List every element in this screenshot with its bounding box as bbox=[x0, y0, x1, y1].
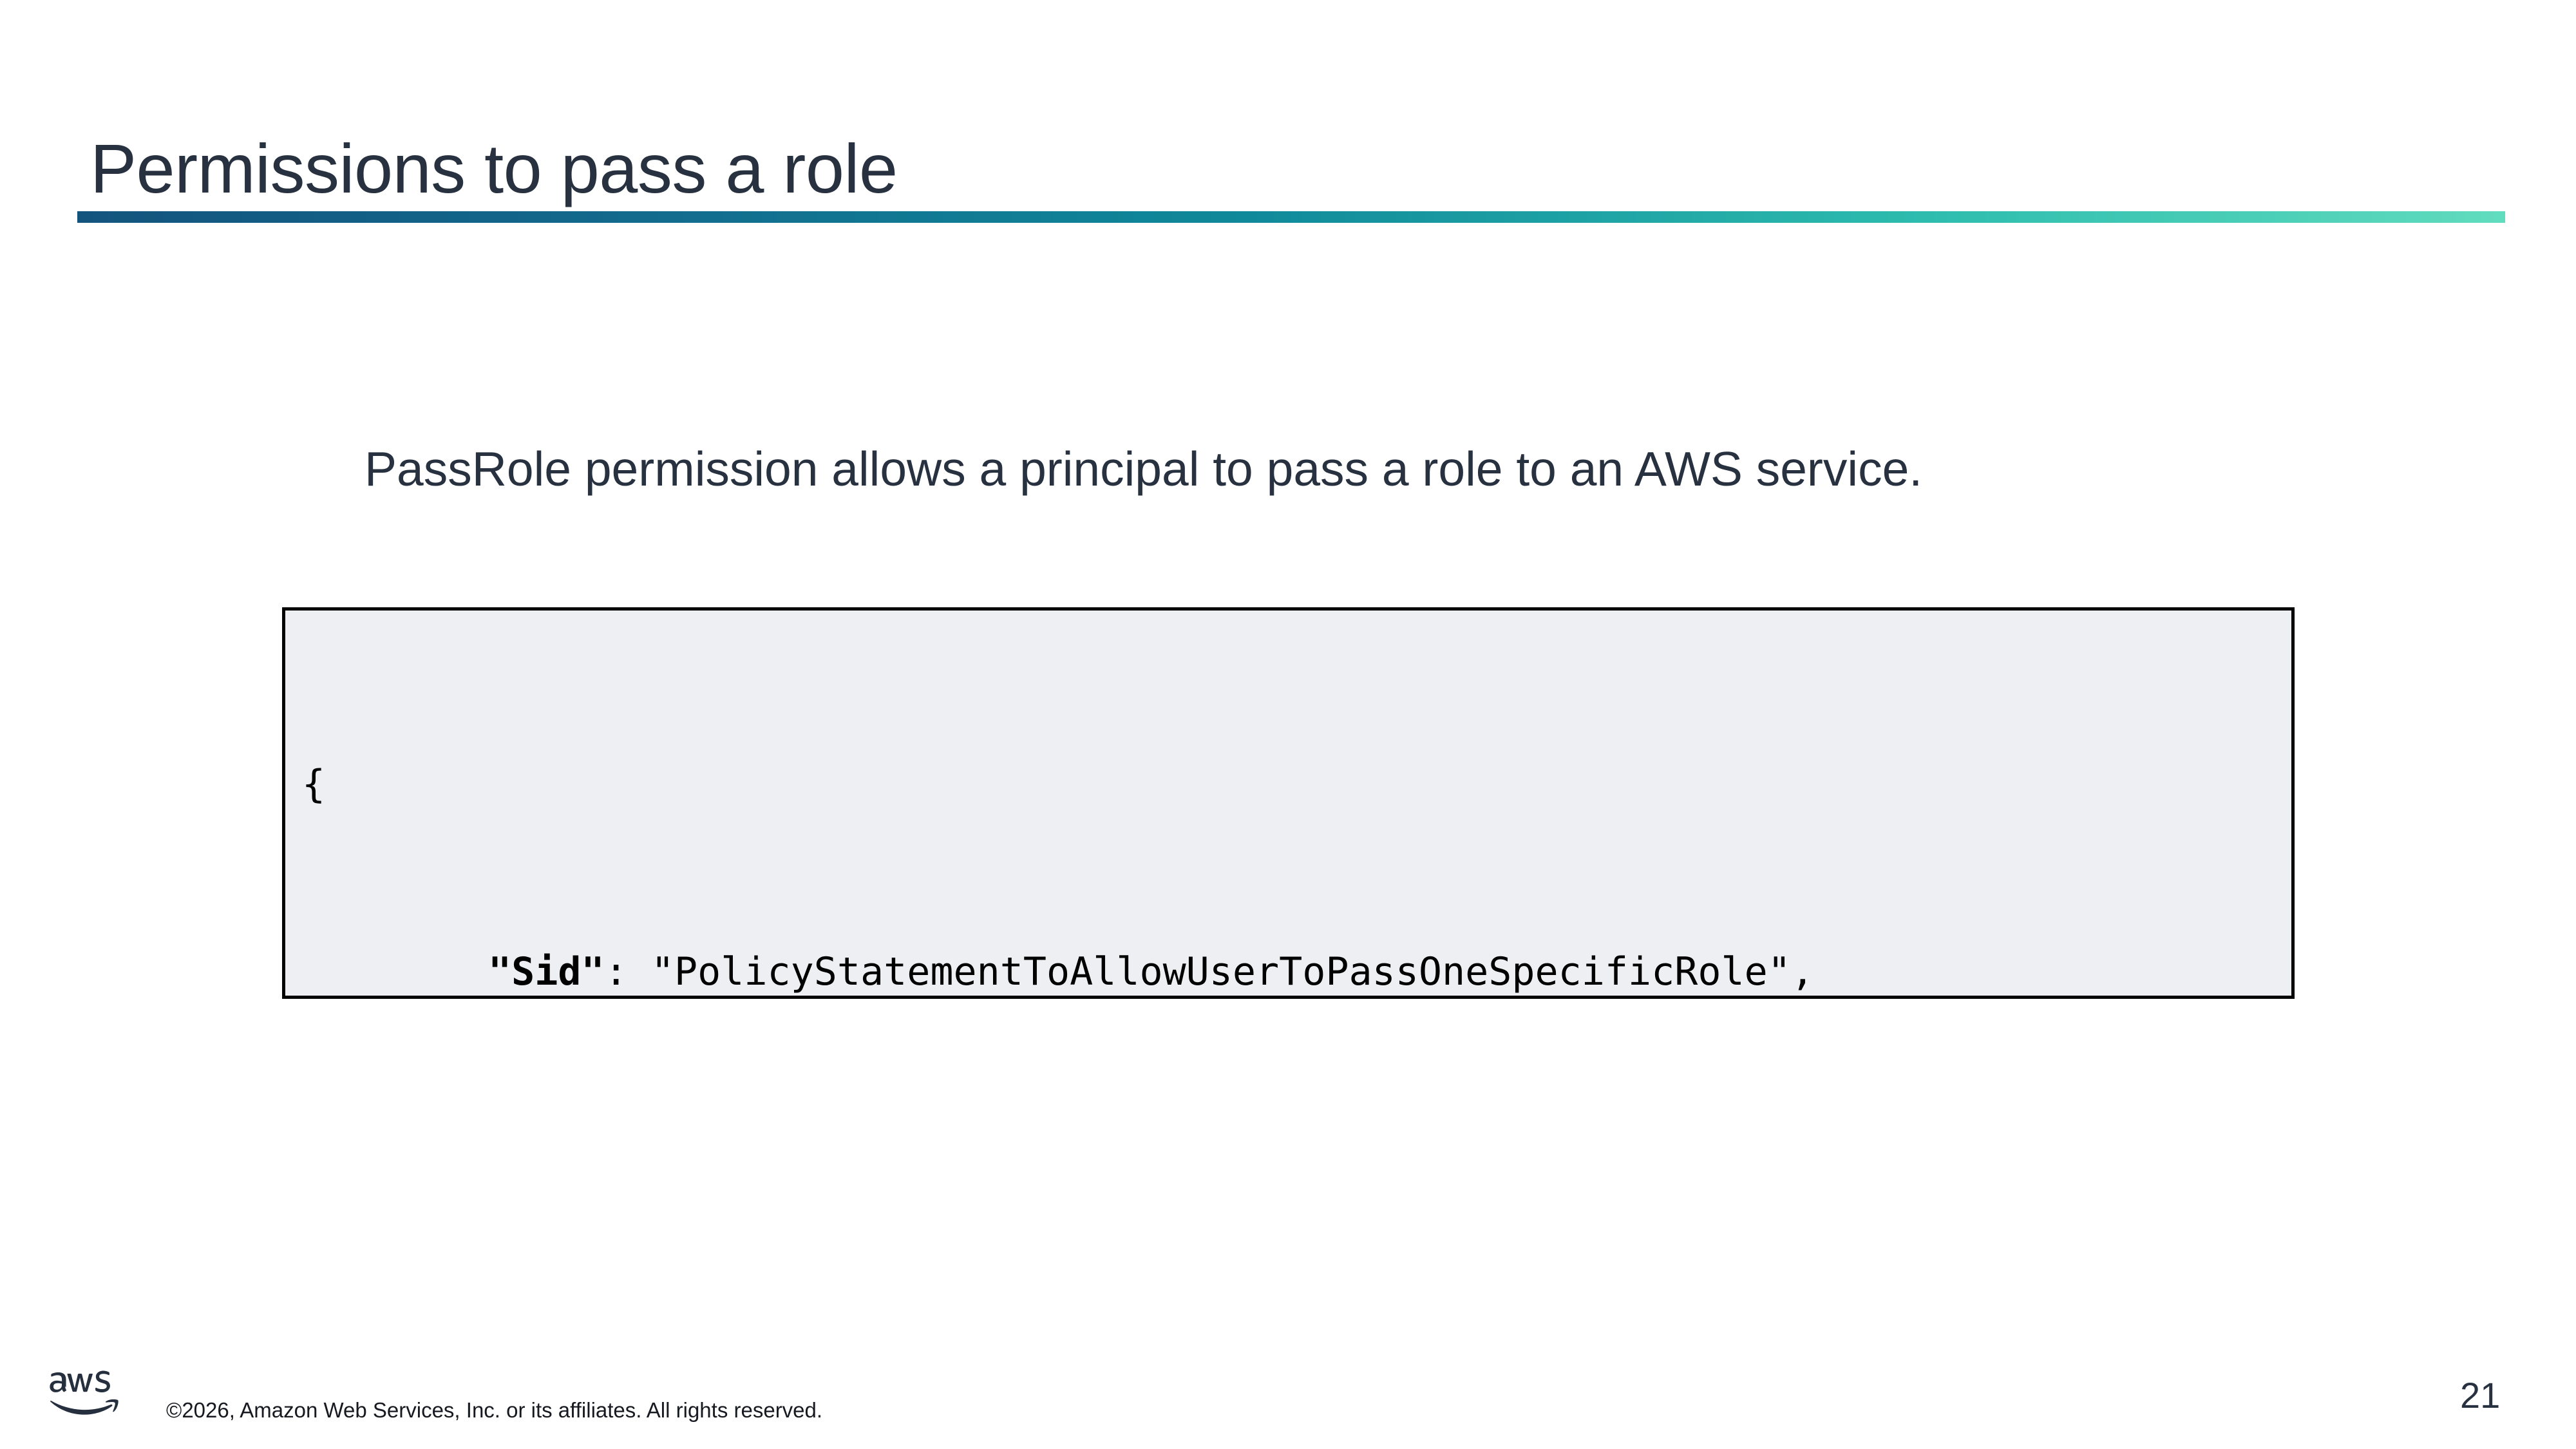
code-block: { "Sid": "PolicyStatementToAllowUserToPa… bbox=[282, 607, 2295, 999]
copyright-text: ©2026, Amazon Web Services, Inc. or its … bbox=[166, 1398, 823, 1422]
slide-subtitle: PassRole permission allows a principal t… bbox=[365, 442, 1923, 496]
code-block-content: { "Sid": "PolicyStatementToAllowUserToPa… bbox=[285, 611, 2291, 996]
code-line-rest: { bbox=[302, 762, 326, 807]
code-line-rest: : "PolicyStatementToAllowUserToPassOneSp… bbox=[604, 949, 1815, 994]
title-gradient-divider bbox=[77, 211, 2505, 223]
page-number: 21 bbox=[2460, 1375, 2501, 1416]
code-line: "Sid": "PolicyStatementToAllowUserToPass… bbox=[302, 941, 2291, 996]
aws-logo-icon bbox=[46, 1369, 144, 1431]
page-title: Permissions to pass a role bbox=[90, 129, 898, 208]
code-line: { bbox=[302, 753, 2291, 816]
code-line-key: "Sid" bbox=[302, 949, 605, 994]
